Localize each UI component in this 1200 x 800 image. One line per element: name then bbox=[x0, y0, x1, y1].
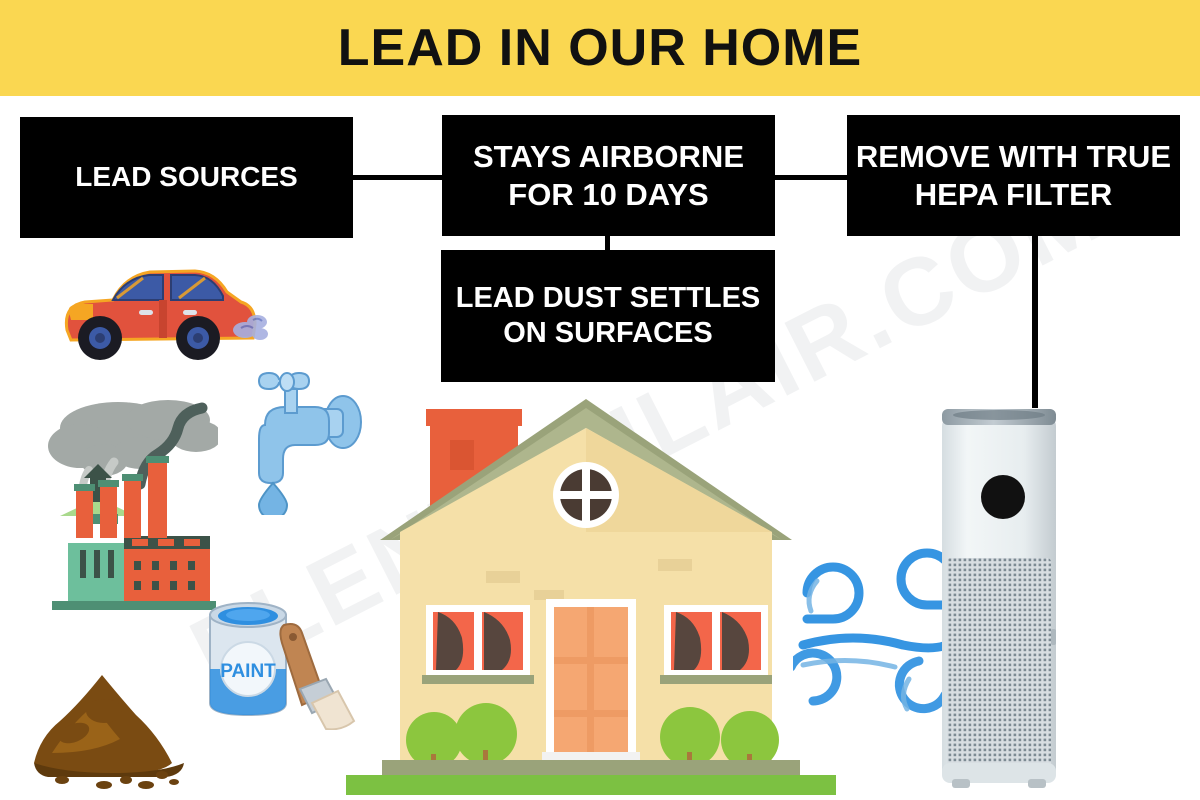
label-box-stays-airborne[interactable]: STAYS AIRBORNE FOR 10 DAYS bbox=[442, 115, 775, 236]
connector-sources-to-airborne bbox=[353, 175, 442, 180]
car-illustration bbox=[55, 258, 270, 368]
page-title: LEAD IN OUR HOME bbox=[337, 19, 863, 77]
water-drop bbox=[257, 481, 289, 515]
label-box-lead-sources[interactable]: LEAD SOURCES bbox=[20, 117, 353, 238]
exhaust-fumes bbox=[233, 315, 268, 340]
house-illustration bbox=[338, 392, 843, 797]
purifier-grille bbox=[947, 558, 1051, 768]
paint-can-illustration: PAINT bbox=[192, 585, 357, 730]
connector-airborne-to-remove bbox=[775, 175, 847, 180]
faucet-illustration bbox=[243, 365, 365, 515]
connector-airborne-to-dust bbox=[605, 236, 610, 252]
connector-remove-to-purifier bbox=[1032, 236, 1038, 408]
label-box-lead-dust[interactable]: LEAD DUST SETTLES ON SURFACES bbox=[441, 250, 775, 382]
title-banner: LEAD IN OUR HOME bbox=[0, 0, 1200, 96]
bush bbox=[406, 703, 779, 776]
soil-pile-illustration bbox=[22, 655, 197, 790]
purifier-display bbox=[981, 475, 1025, 519]
label-box-remove-hepa[interactable]: REMOVE WITH TRUE HEPA FILTER bbox=[847, 115, 1180, 236]
paint-can-label: PAINT bbox=[220, 661, 276, 682]
factory-illustration bbox=[8, 398, 218, 613]
air-purifier-illustration bbox=[938, 403, 1060, 793]
